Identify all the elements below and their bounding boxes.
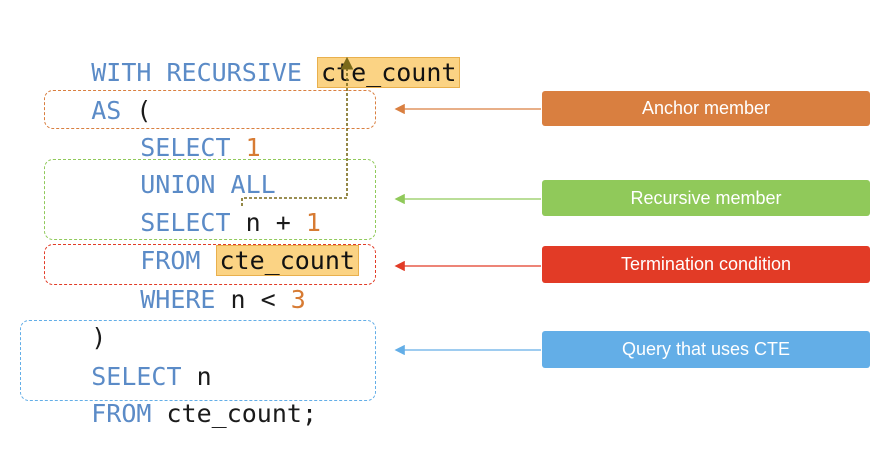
- keyword: SELECT: [140, 133, 231, 162]
- arrows-layer: [241, 56, 541, 356]
- code-line-from-cte: FROM cte_count: [80, 204, 359, 318]
- code-line-select-n: SELECT n: [31, 320, 212, 434]
- open-paren: (: [136, 96, 152, 125]
- anchor-member-box: [44, 90, 376, 129]
- cte-reference-highlight: cte_count: [215, 245, 359, 276]
- code-line-where: WHERE n < 3: [80, 243, 306, 357]
- recursive-member-box: [44, 159, 376, 240]
- code-line-select-n-plus-1: SELECT n + 1: [80, 166, 321, 280]
- number-literal: 1: [245, 133, 261, 162]
- termination-condition-box: [44, 244, 376, 285]
- query-box: [20, 320, 376, 401]
- expression: n <: [230, 285, 276, 314]
- termination-condition-label: Termination condition: [542, 246, 870, 283]
- keyword: WITH RECURSIVE: [91, 58, 302, 87]
- cte-diagram: WITH RECURSIVE cte_count AS ( SELECT 1 U…: [20, 16, 870, 428]
- cte-name-highlight: cte_count: [317, 57, 461, 88]
- expression: n +: [245, 208, 291, 237]
- code-line-with-recursive: WITH RECURSIVE cte_count: [31, 16, 461, 130]
- code-line-close-paren: ): [31, 281, 106, 395]
- keyword: FROM: [140, 246, 201, 275]
- keyword: SELECT: [140, 208, 231, 237]
- column: n: [196, 362, 212, 391]
- keyword: WHERE: [140, 285, 216, 314]
- code-line-as: AS (: [31, 54, 151, 168]
- number-literal: 1: [305, 208, 321, 237]
- close-paren: ): [91, 323, 107, 352]
- query-label: Query that uses CTE: [542, 331, 870, 368]
- keyword: AS: [91, 96, 122, 125]
- keyword: UNION ALL: [140, 170, 276, 199]
- self-reference-arrow: [241, 56, 354, 206]
- number-literal: 3: [290, 285, 306, 314]
- code-line-union-all: UNION ALL: [80, 128, 276, 242]
- code-line-select-1: SELECT 1: [80, 91, 261, 205]
- keyword: SELECT: [91, 362, 182, 391]
- anchor-member-label: Anchor member: [542, 91, 870, 126]
- recursive-member-label: Recursive member: [542, 180, 870, 216]
